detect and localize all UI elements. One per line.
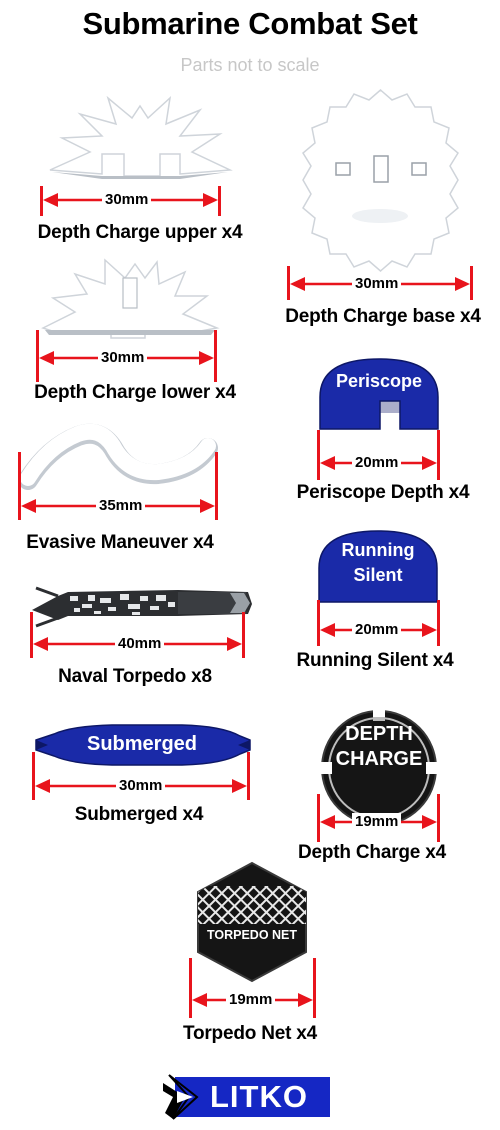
periscope-depth-caption: Periscope Depth x4 [296, 482, 470, 503]
depth-charge-lower-piece [41, 258, 220, 339]
litko-logo-text: LITKO [210, 1079, 308, 1114]
silent-token-label: Silent [353, 565, 403, 585]
evasive-maneuver-piece [18, 423, 218, 490]
depth-charge-upper-piece [49, 96, 233, 179]
depth-charge-token [318, 707, 440, 829]
depth-charge-lower-caption: Depth Charge lower x4 [34, 382, 236, 403]
submerged-token [35, 724, 251, 766]
dimension-arrow-icon [189, 958, 316, 1018]
page-subtitle: Parts not to scale [180, 55, 320, 75]
depth-charge-base-dimension: 30mm [287, 266, 473, 300]
page-title: Submarine Combat Set [82, 6, 418, 41]
periscope-depth-dimension: 20mm [317, 430, 440, 480]
litko-logo [163, 1074, 330, 1120]
depth-charge-token-size: 19mm [352, 813, 402, 830]
depth-charge-token-dimension: 19mm [317, 794, 440, 842]
naval-torpedo-caption: Naval Torpedo x8 [58, 666, 212, 687]
naval-torpedo-dimension: 40mm [30, 612, 245, 658]
torpedo-net-caption: Torpedo Net x4 [182, 1023, 318, 1044]
periscope-token-label: Periscope [335, 371, 423, 391]
running-silent-token [318, 530, 438, 603]
depth-charge-upper-caption: Depth Charge upper x4 [37, 222, 243, 243]
periscope-depth-token [319, 358, 439, 430]
torpedo-net-dimension: 19mm [189, 958, 316, 1018]
depth-charge-token-caption: Depth Charge x4 [298, 842, 446, 863]
running-silent-dimension: 20mm [317, 600, 440, 646]
evasive-maneuver-dimension: 35mm [18, 452, 218, 520]
depth-charge-upper-dimension: 30mm [40, 186, 221, 216]
submerged-dimension: 30mm [32, 752, 250, 800]
dimension-arrow-icon [18, 452, 218, 520]
dimension-arrow-icon [317, 430, 440, 480]
depth-token-label: DEPTH [345, 723, 413, 745]
running-silent-caption: Running Silent x4 [296, 650, 454, 671]
evasive-maneuver-size: 35mm [96, 497, 146, 514]
depth-charge-lower-dimension: 30mm [36, 330, 217, 382]
periscope-depth-size: 20mm [352, 454, 402, 471]
torpedo-net-size: 19mm [226, 991, 276, 1008]
depth-charge-lower-size: 30mm [98, 349, 148, 366]
depth-charge-base-piece [302, 89, 459, 272]
depth-charge-base-size: 30mm [352, 275, 402, 292]
submerged-token-label: Submerged [86, 733, 198, 755]
depth-charge-upper-size: 30mm [102, 191, 152, 208]
naval-torpedo-piece [32, 586, 252, 628]
running-silent-size: 20mm [352, 621, 402, 638]
torpedo-net-token-label: TORPEDO NET [206, 928, 298, 942]
charge-token-label: CHARGE [335, 748, 423, 770]
depth-charge-base-caption: Depth Charge base x4 [285, 306, 481, 327]
naval-torpedo-size: 40mm [115, 635, 165, 652]
evasive-maneuver-caption: Evasive Maneuver x4 [26, 532, 214, 553]
submerged-caption: Submerged x4 [74, 804, 204, 825]
submerged-size: 30mm [116, 777, 166, 794]
torpedo-net-token [197, 861, 307, 983]
running-token-label: Running [341, 540, 415, 560]
